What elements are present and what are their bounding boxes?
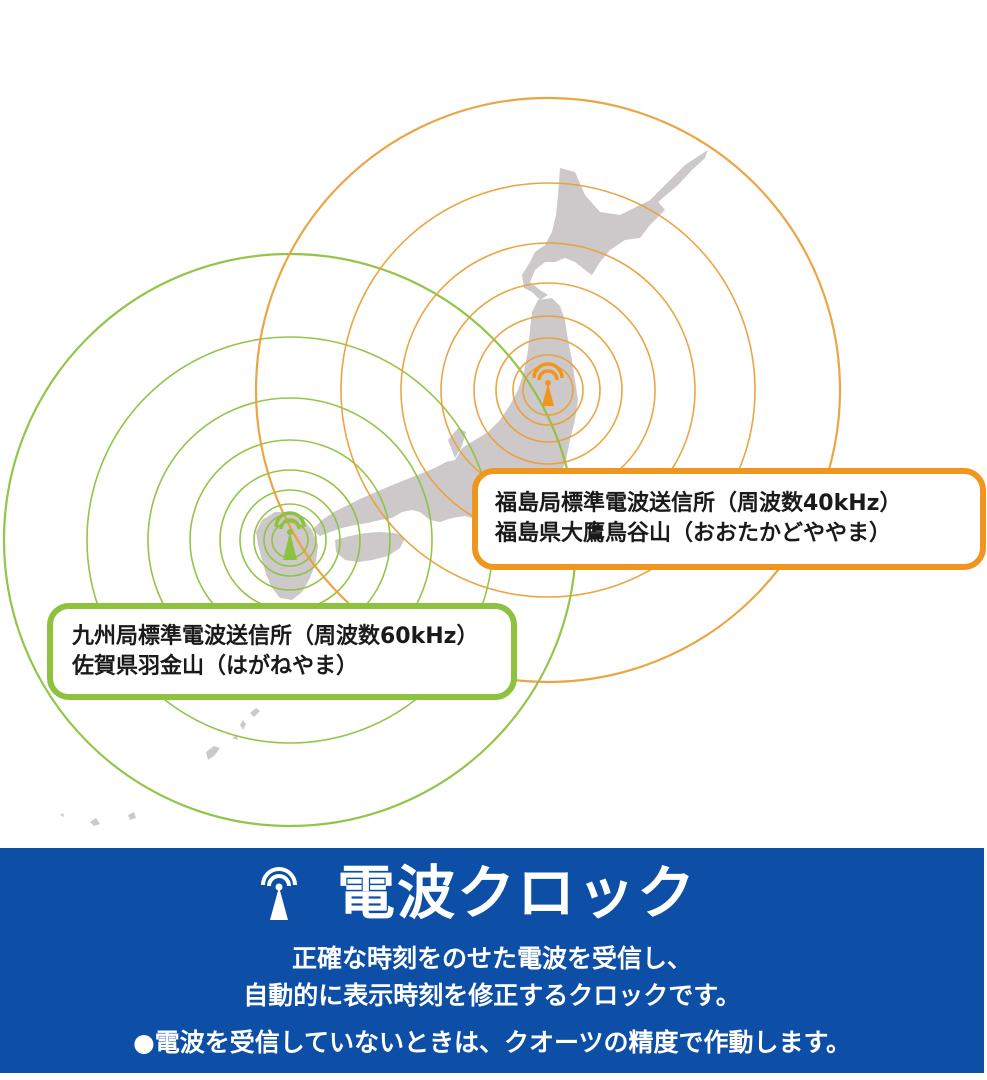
radio-tower-icon: [260, 867, 297, 920]
japan-coverage-map: [2, 96, 842, 828]
radio-tower-icon: [532, 362, 564, 406]
banner-note: ●電波を受信していないときは、クオーツの精度で作動します。: [132, 1028, 852, 1057]
fukushima-station-label: 福島局標準電波送信所（周波数40kHz） 福島県大鷹鳥谷山（おおたかどややま）: [472, 468, 986, 570]
banner-title: 電波クロック: [336, 859, 697, 927]
station-location: 福島県大鷹鳥谷山（おおたかどややま）: [495, 521, 892, 546]
station-name: 福島局標準電波送信所（周波数40kHz）: [495, 491, 902, 516]
station-location: 佐賀県羽金山（はがねやま）: [72, 653, 359, 679]
fukushima-signal-rings: [254, 96, 842, 684]
description-line-2: 自動的に表示時刻を修正するクロックです。: [243, 981, 741, 1010]
station-name: 九州局標準電波送信所（周波数60kHz）: [72, 623, 479, 649]
banner-title-row: 電波クロック: [0, 858, 984, 928]
radio-tower-icon: [274, 511, 306, 560]
description-line-1: 正確な時刻をのせた電波を受信し、: [291, 944, 692, 973]
radio-clock-banner: 電波クロック 正確な時刻をのせた電波を受信し、 自動的に表示時刻を修正するクロッ…: [0, 848, 984, 1073]
banner-description: 正確な時刻をのせた電波を受信し、 自動的に表示時刻を修正するクロックです。: [0, 940, 984, 1014]
kyushu-station-label: 九州局標準電波送信所（周波数60kHz） 佐賀県羽金山（はがねやま）: [47, 603, 517, 700]
right-edge-strip: [984, 848, 987, 1080]
